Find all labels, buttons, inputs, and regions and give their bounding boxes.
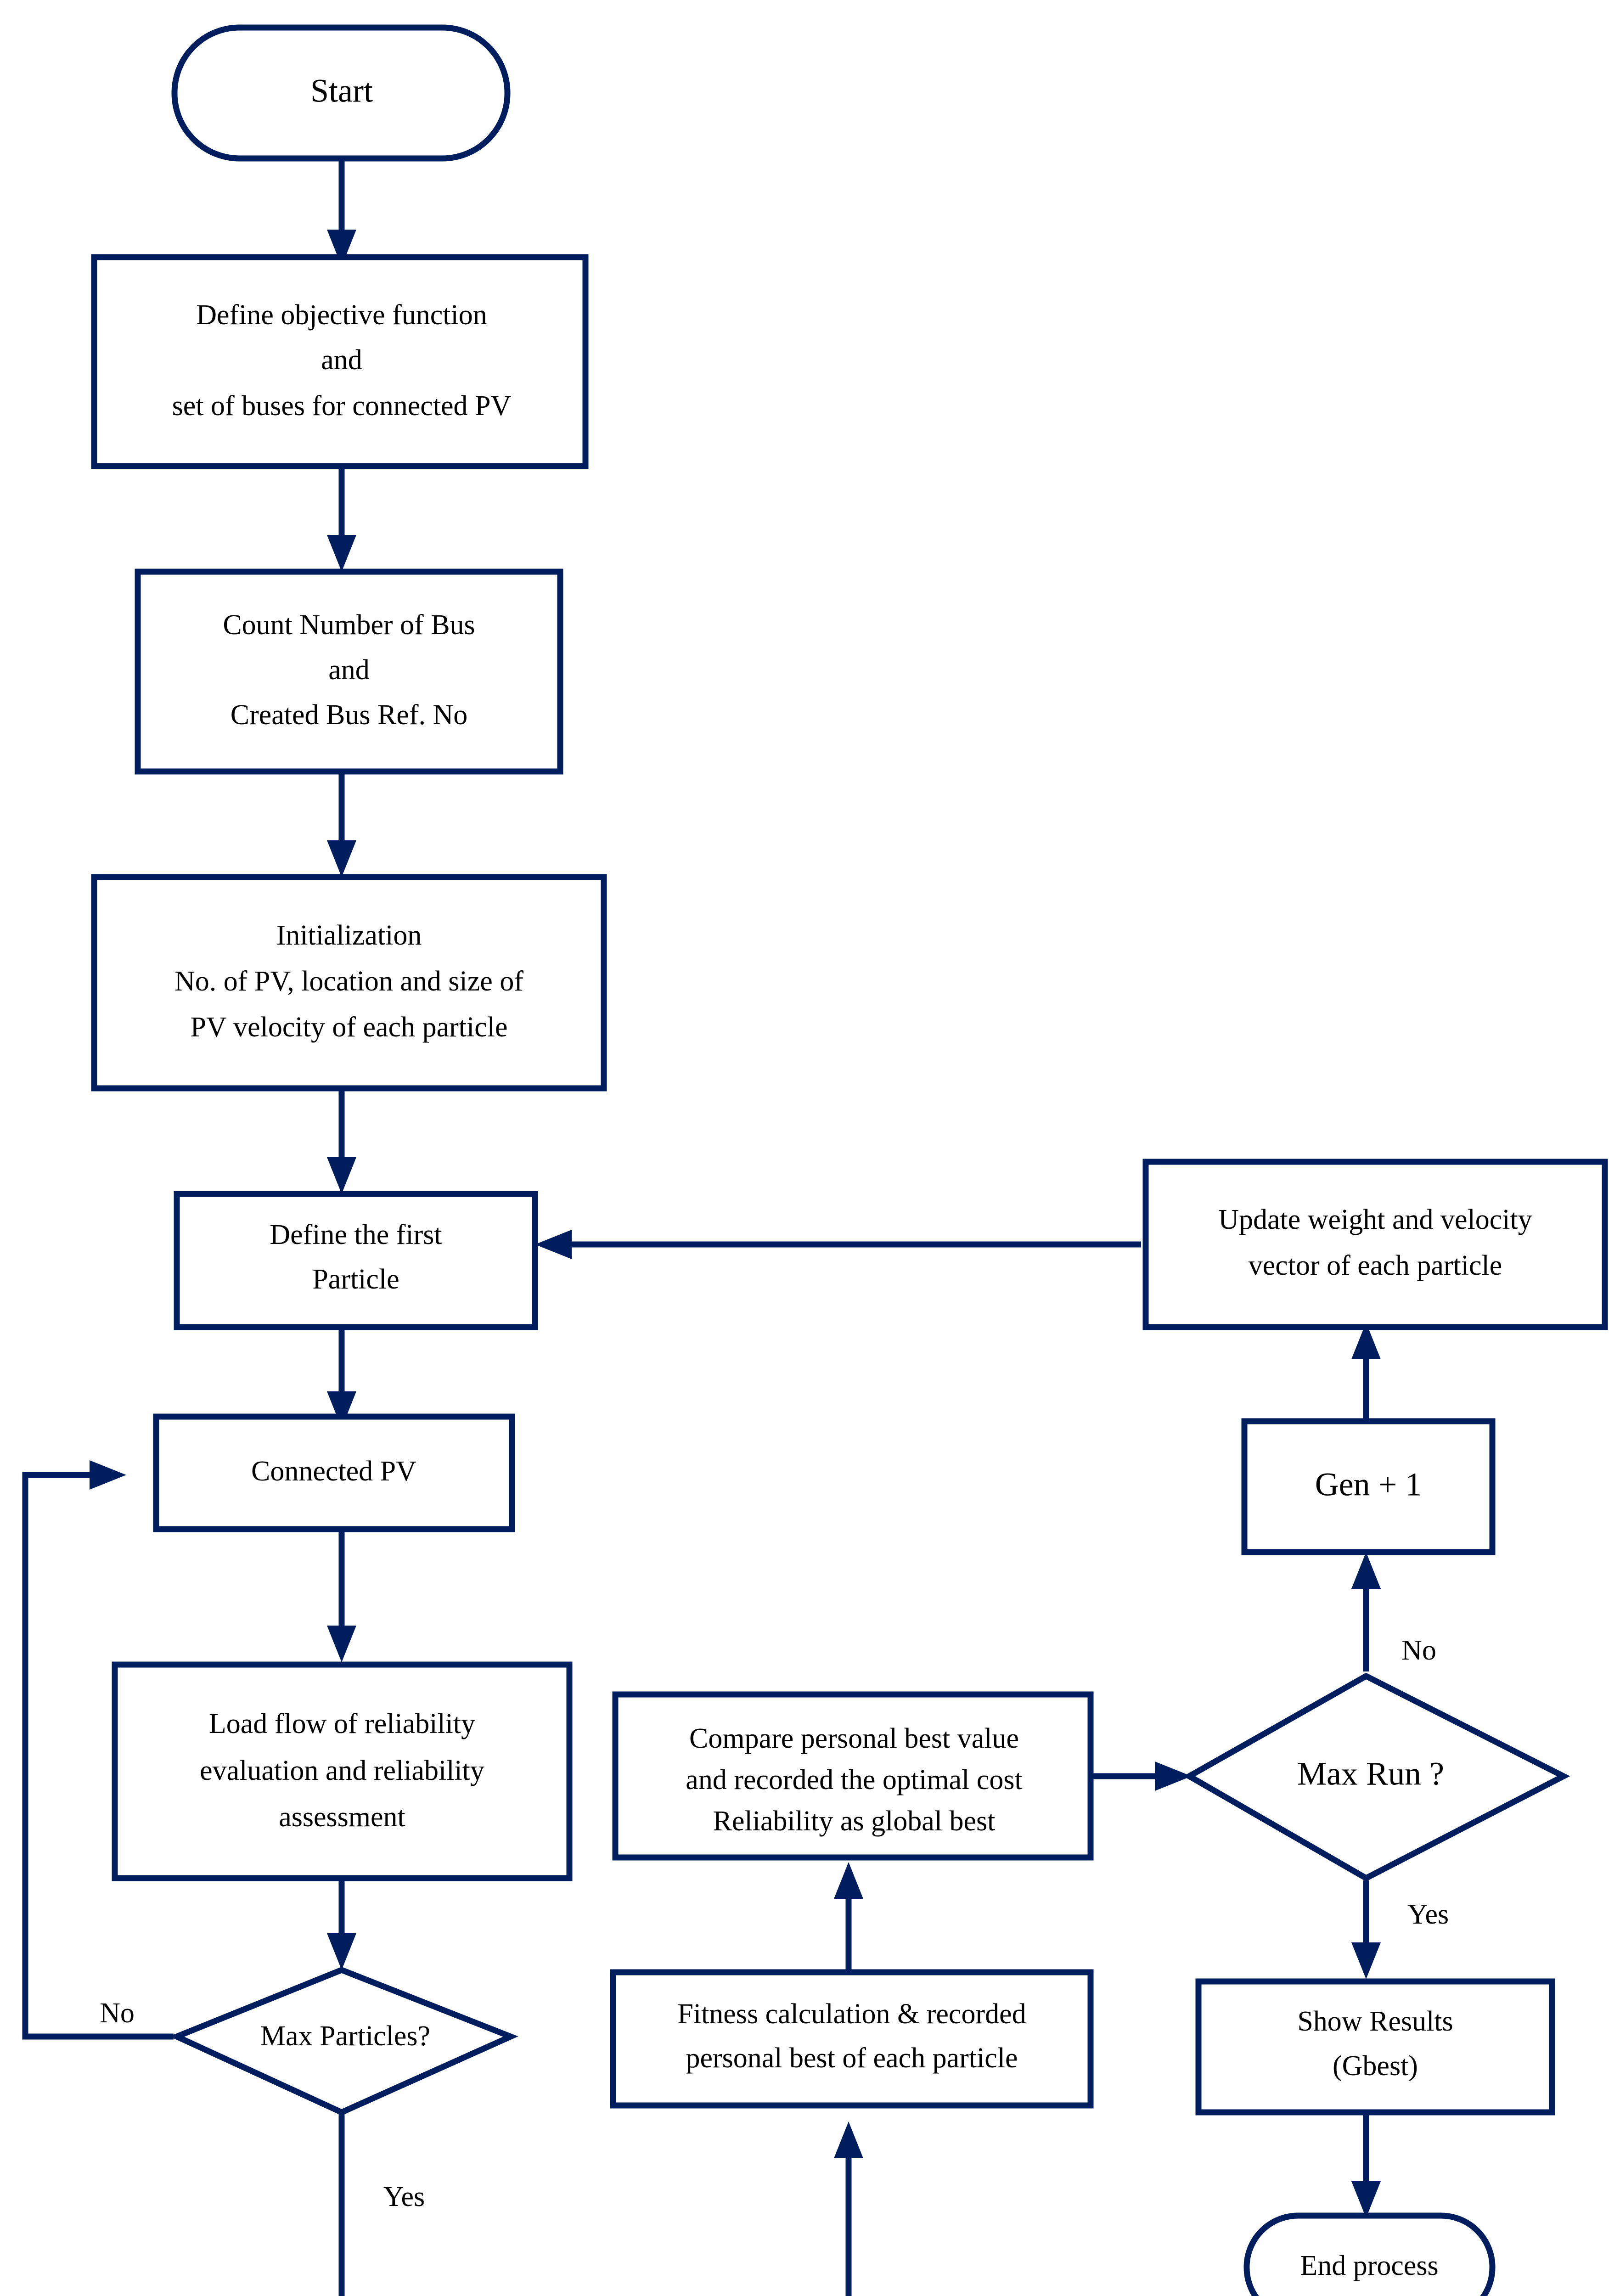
node-define-first-particle-line-0: Define the first (270, 1219, 442, 1250)
node-count-bus-line-1: and (328, 654, 370, 686)
edge-fitness-calculation-to-compare-personal-best (834, 1862, 863, 1970)
node-initialization-line-0: Initialization (276, 920, 422, 951)
node-count-bus-line-2: Created Bus Ref. No (231, 699, 468, 731)
edge-label-max-particles-no: No (100, 1998, 135, 2029)
node-max-particles-line-0: Max Particles? (260, 2020, 430, 2052)
node-define-objective[interactable]: Define objective function and set of bus… (91, 254, 589, 469)
node-load-flow-line-1: evaluation and reliability (200, 1755, 484, 1786)
node-show-results-line-1: (Gbest) (1333, 2050, 1418, 2082)
edge-load-flow-to-max-particles (327, 1878, 356, 1970)
node-fitness-calculation-line-0: Fitness calculation & recorded (677, 1998, 1026, 2030)
node-count-bus-line-0: Count Number of Bus (223, 609, 475, 641)
node-define-objective-line-2: set of buses for connected PV (172, 390, 512, 422)
edge-label-max-particles-yes: Yes (383, 2181, 425, 2212)
edge-count-bus-to-initialization (327, 771, 356, 877)
node-max-particles[interactable]: Max Particles? (169, 1967, 518, 2116)
node-update-weight-line-1: vector of each particle (1249, 1250, 1502, 1281)
node-load-flow[interactable]: Load flow of reliability evaluation and … (112, 1661, 573, 1881)
node-define-first-particle-line-1: Particle (312, 1264, 399, 1295)
edge-max-particles-yes-to-fitness-calculation (338, 2112, 863, 2296)
node-update-weight-line-0: Update weight and velocity (1218, 1204, 1532, 1235)
edge-gen-plus-1-to-update-weight (1351, 1322, 1381, 1421)
edge-max-run-yes-to-show-results (1351, 1880, 1381, 1979)
node-gen-plus-1-line-0: Gen + 1 (1315, 1466, 1422, 1503)
node-update-weight[interactable]: Update weight and velocity vector of eac… (1142, 1159, 1608, 1330)
node-define-objective-line-1: and (321, 344, 362, 376)
node-fitness-calculation[interactable]: Fitness calculation & recorded personal … (610, 1969, 1094, 2109)
node-start[interactable]: Start (171, 24, 511, 162)
node-fitness-calculation-line-1: personal best of each particle (686, 2043, 1018, 2074)
node-count-bus[interactable]: Count Number of Bus and Created Bus Ref.… (135, 568, 563, 775)
node-gen-plus-1[interactable]: Gen + 1 (1241, 1418, 1496, 1555)
node-compare-personal-best[interactable]: Compare personal best value and recorded… (612, 1691, 1094, 1861)
edge-start-to-define-objective (327, 158, 356, 266)
edge-label-max-run-yes: Yes (1407, 1899, 1449, 1930)
node-load-flow-line-2: assessment (279, 1801, 405, 1833)
node-initialization[interactable]: Initialization No. of PV, location and s… (91, 874, 607, 1092)
node-compare-personal-best-line-2: Reliability as global best (713, 1806, 996, 1837)
node-load-flow-line-0: Load flow of reliability (209, 1708, 475, 1739)
node-initialization-line-2: PV velocity of each particle (191, 1012, 508, 1043)
node-compare-personal-best-line-0: Compare personal best value (689, 1723, 1019, 1754)
node-max-run[interactable]: Max Run ? (1183, 1672, 1570, 1882)
node-show-results-line-0: Show Results (1297, 2006, 1453, 2037)
edge-compare-personal-best-to-max-run (1091, 1761, 1192, 1791)
edge-connected-pv-to-load-flow (327, 1529, 356, 1662)
node-show-results[interactable]: Show Results (Gbest) (1195, 1978, 1555, 2116)
edge-update-weight-to-define-first-particle (535, 1230, 1141, 1259)
node-define-first-particle[interactable]: Define the first Particle (174, 1191, 538, 1330)
node-initialization-line-1: No. of PV, location and size of (174, 966, 523, 997)
edge-define-first-particle-to-connected-pv (327, 1327, 356, 1428)
node-connected-pv[interactable]: Connected PV (153, 1413, 515, 1532)
node-compare-personal-best-line-1: and recorded the optimal cost (686, 1764, 1022, 1795)
edge-label-max-run-no: No (1401, 1635, 1436, 1666)
node-start-line-0: Start (310, 73, 373, 109)
edge-define-objective-to-count-bus (327, 466, 356, 572)
node-connected-pv-line-0: Connected PV (251, 1456, 416, 1487)
node-define-objective-line-0: Define objective function (196, 299, 487, 331)
node-end-process[interactable]: End process (1243, 2212, 1496, 2296)
edge-initialization-to-define-first-particle (327, 1088, 356, 1194)
node-end-process-line-0: End process (1300, 2250, 1438, 2281)
edge-max-particles-no-to-connected-pv (22, 1460, 174, 2040)
node-max-run-line-0: Max Run ? (1297, 1756, 1444, 1792)
edge-show-results-to-end-process (1351, 2112, 1381, 2218)
edge-max-run-no-to-gen-plus-1 (1351, 1552, 1381, 1671)
